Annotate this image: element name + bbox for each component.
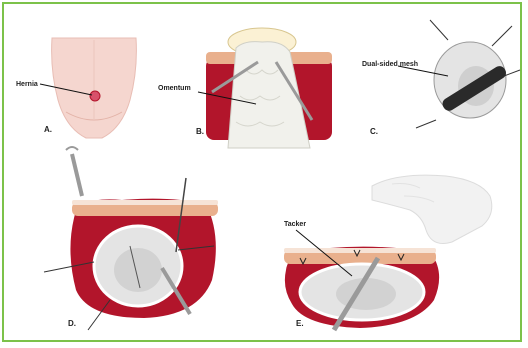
hernia-label: Hernia [16,81,38,88]
panel-b-letter: B. [196,127,204,136]
panel-d-letter: D. [68,319,76,328]
mesh-label: Dual-sided mesh [362,61,418,68]
tacker-label: Tacker [284,221,306,228]
panel-e: Tacker E. [284,175,492,330]
hernia-site [90,91,100,101]
panel-b: Omentum B. [158,28,332,148]
panel-e-letter: E. [296,319,304,328]
panel-c-letter: C. [370,127,378,136]
panel-a: Hernia A. [16,38,136,138]
glove-hand [372,175,492,243]
panel-d: D. [44,147,218,330]
panel-c: Dual-sided mesh C. [362,20,520,136]
forceps [72,154,82,196]
panel-a-letter: A. [44,125,52,134]
omentum-label: Omentum [158,85,191,92]
